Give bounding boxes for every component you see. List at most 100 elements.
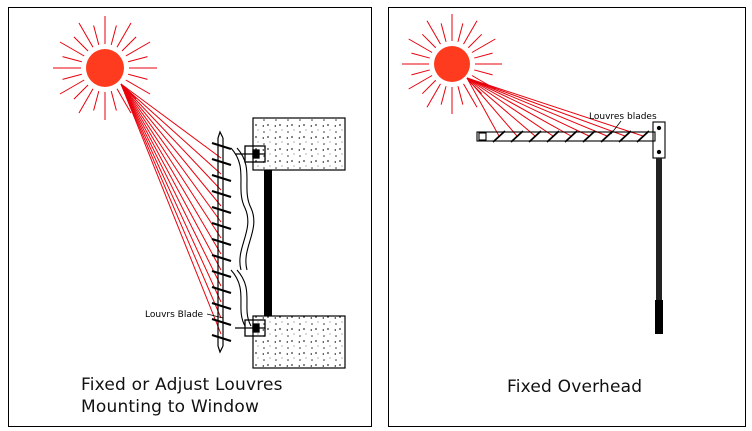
left-caption: Fixed or Adjust Louvres Mounting to Wind…	[81, 374, 283, 418]
sun-ray	[426, 83, 441, 108]
sun-ray	[59, 41, 85, 57]
sun-ray	[116, 22, 132, 48]
sun-ray	[116, 88, 132, 114]
sun-beam	[466, 77, 500, 137]
sun-beam	[120, 83, 222, 271]
sun-ray	[121, 36, 137, 52]
sun-ray	[440, 86, 447, 105]
overhead-louvre-blades	[492, 130, 650, 143]
sun-beam	[120, 83, 222, 191]
sun-beam	[120, 83, 222, 239]
louvre-blade	[528, 130, 542, 143]
sun-beam	[120, 83, 222, 175]
louvre-blade	[211, 237, 232, 247]
sun-ray	[474, 52, 493, 59]
louvre-blade-set	[211, 141, 232, 343]
caption-line-1: Fixed or Adjust Louvres	[81, 375, 283, 395]
sun-ray	[457, 23, 464, 42]
sun-ray	[128, 56, 148, 63]
louvre-blade	[600, 130, 614, 143]
sun-beam	[466, 77, 608, 137]
sun-ray	[125, 79, 151, 95]
top-mounting-bracket	[235, 145, 266, 163]
sun-ray	[411, 69, 430, 76]
lower-wall-block	[252, 315, 346, 369]
sun-ray	[463, 20, 478, 45]
sun-ray	[62, 56, 82, 63]
sun-ray	[471, 38, 496, 53]
sun-ray	[93, 91, 100, 111]
sun-ray	[78, 88, 94, 114]
louvre-blade	[211, 189, 232, 199]
sun-beam	[120, 83, 222, 303]
sun-ray	[426, 20, 441, 45]
window-glazing	[264, 170, 272, 316]
louvre-blade	[211, 157, 232, 167]
sun-beams-to-overhead	[466, 77, 644, 137]
sun-ray	[128, 73, 148, 80]
vertical-wall-post	[656, 158, 662, 302]
sun-ray	[467, 33, 483, 49]
left-diagram-panel: Louvrs Blade Fixed or Adjust Louvres Mou…	[8, 7, 372, 427]
sun-ray	[411, 52, 430, 59]
sun-ray	[73, 36, 89, 52]
sun-beam	[120, 83, 222, 287]
sun-ray	[78, 22, 94, 48]
louvre-blade	[211, 285, 232, 295]
sun-ray	[408, 75, 433, 90]
sun-ray	[474, 69, 493, 76]
sun-beam	[120, 83, 222, 255]
sun-beam	[466, 77, 536, 137]
louvre-blade	[636, 130, 650, 143]
sun-ray	[421, 79, 437, 95]
right-diagram-panel: Louvres blades Fixed Overhead	[388, 7, 746, 427]
louvre-blade	[211, 141, 232, 151]
louvre-blade	[211, 317, 232, 327]
right-caption: Fixed Overhead	[507, 377, 643, 397]
louvre-blade	[582, 130, 596, 143]
sun-ray	[463, 83, 478, 108]
louvre-blades-label: Louvres blades	[589, 112, 657, 122]
sun-beam	[466, 77, 590, 137]
louvre-blade-label: Louvrs Blade	[145, 310, 204, 320]
sun-ray-burst	[53, 16, 157, 120]
louvre-blade	[618, 130, 632, 143]
louvre-blade	[564, 130, 578, 143]
louvre-blade	[211, 333, 232, 343]
window-louvre-drawing: Louvrs Blade	[53, 16, 346, 369]
sun-icon	[86, 49, 124, 87]
louvre-blade	[546, 130, 560, 143]
post-base	[655, 300, 663, 334]
louvre-blade	[211, 301, 232, 311]
louvre-blade	[211, 205, 232, 215]
sun-ray	[110, 25, 117, 45]
label-leader-line	[610, 120, 622, 135]
sun-beam	[120, 83, 222, 207]
bottom-mounting-bracket	[235, 319, 266, 337]
louvre-blade	[211, 221, 232, 231]
louvre-blade	[211, 253, 232, 263]
sun-beam	[466, 77, 572, 137]
sun-ray	[73, 84, 89, 100]
sun-beam	[466, 77, 518, 137]
sun-ray	[408, 38, 433, 53]
sun-ray	[457, 86, 464, 105]
louvre-blade	[211, 269, 232, 279]
sun-icon	[434, 46, 470, 82]
sun-beam	[466, 77, 554, 137]
sun-ray	[62, 73, 82, 80]
louvre-blade	[211, 173, 232, 183]
caption-line-2: Mounting to Window	[81, 397, 260, 417]
sun-beam	[120, 83, 222, 223]
sun-ray	[125, 41, 151, 57]
sun-ray	[421, 33, 437, 49]
overhead-louvre-drawing: Louvres blades	[402, 14, 666, 334]
label-leader-line	[206, 313, 224, 319]
sun-beams-to-louvres	[120, 83, 222, 335]
sun-ray	[59, 79, 85, 95]
sun-beam	[120, 83, 222, 159]
upper-wall-block	[252, 117, 346, 171]
louvre-blade	[492, 130, 506, 143]
sun-beam	[120, 83, 222, 335]
sun-ray	[440, 23, 447, 42]
